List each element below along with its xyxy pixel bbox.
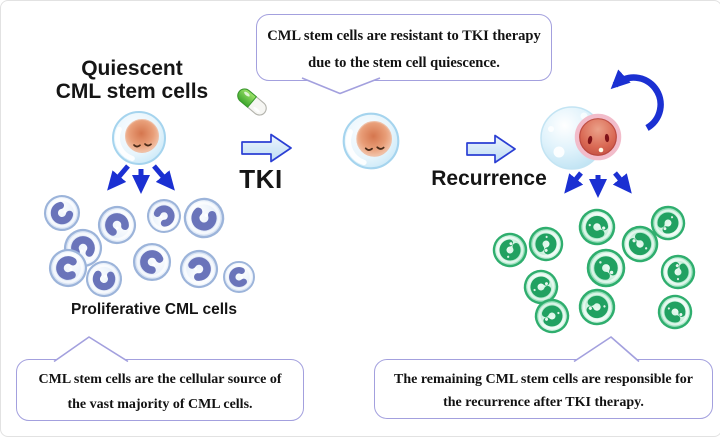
recurrence-label: Recurrence <box>431 167 547 190</box>
speech-bubble-bottom-right: The remaining CML stem cells are respons… <box>374 336 713 419</box>
differentiation-arrows-right-icon <box>564 171 632 198</box>
proliferative-cml-cell <box>180 194 229 243</box>
bubble-tail-down <box>301 77 381 95</box>
recurrent-cells-group <box>488 204 700 337</box>
quiescent-cml-stem-cell <box>112 111 166 165</box>
tki-block-arrow-icon <box>241 133 292 163</box>
quiescent-title-line2: CML stem cells <box>55 79 209 103</box>
recurrent-cml-cell <box>523 221 568 266</box>
differentiation-arrows-left-icon <box>107 164 175 194</box>
bubble-tail-up <box>573 336 640 363</box>
recurrent-cml-cell <box>655 249 700 294</box>
speech-bubble-top: CML stem cells are resistant to TKI ther… <box>256 14 552 95</box>
proliferative-cells-group <box>42 193 260 302</box>
quiescent-stem-cells-group <box>112 111 400 170</box>
recurrent-cml-cell <box>573 283 621 331</box>
recurrent-cml-cell <box>488 228 532 272</box>
bubble-text-line: due to the stem cell quiescence. <box>308 55 500 71</box>
bubble-tail-up <box>53 336 129 363</box>
speech-bubble-bottom-left: CML stem cells are the cellular source o… <box>16 336 304 421</box>
recurrent-stem-cell <box>540 106 622 170</box>
bubble-text-line: the recurrence after TKI therapy. <box>443 395 644 410</box>
proliferative-cml-cell <box>143 195 184 236</box>
bubble-text-line: the vast majority of CML cells. <box>67 397 253 412</box>
recurrent-cml-cell <box>588 250 624 286</box>
quiescent-cml-stem-cell <box>343 113 400 170</box>
quiescent-title: Quiescent CML stem cells <box>39 57 225 103</box>
proliferative-cml-cell <box>175 245 224 294</box>
recurrent-cml-cell <box>655 292 694 331</box>
proliferative-label: Proliferative CML cells <box>71 301 237 318</box>
recurrence-block-arrow-icon <box>466 134 516 164</box>
recurrent-cml-cell <box>574 204 620 250</box>
bubble-text-line: CML stem cells are resistant to TKI ther… <box>267 28 541 44</box>
self-renewal-arrow-icon <box>610 69 664 131</box>
quiescent-title-line1: Quiescent <box>81 57 183 80</box>
tki-capsule-icon <box>237 88 267 116</box>
tki-label: TKI <box>239 164 283 194</box>
bubble-text-line: The remaining CML stem cells are respons… <box>393 372 694 387</box>
proliferative-cml-cell <box>218 256 261 299</box>
bubble-text-line: CML stem cells are the cellular source o… <box>38 372 282 387</box>
proliferative-cml-cell <box>134 244 170 280</box>
proliferative-cml-cell <box>42 193 81 232</box>
